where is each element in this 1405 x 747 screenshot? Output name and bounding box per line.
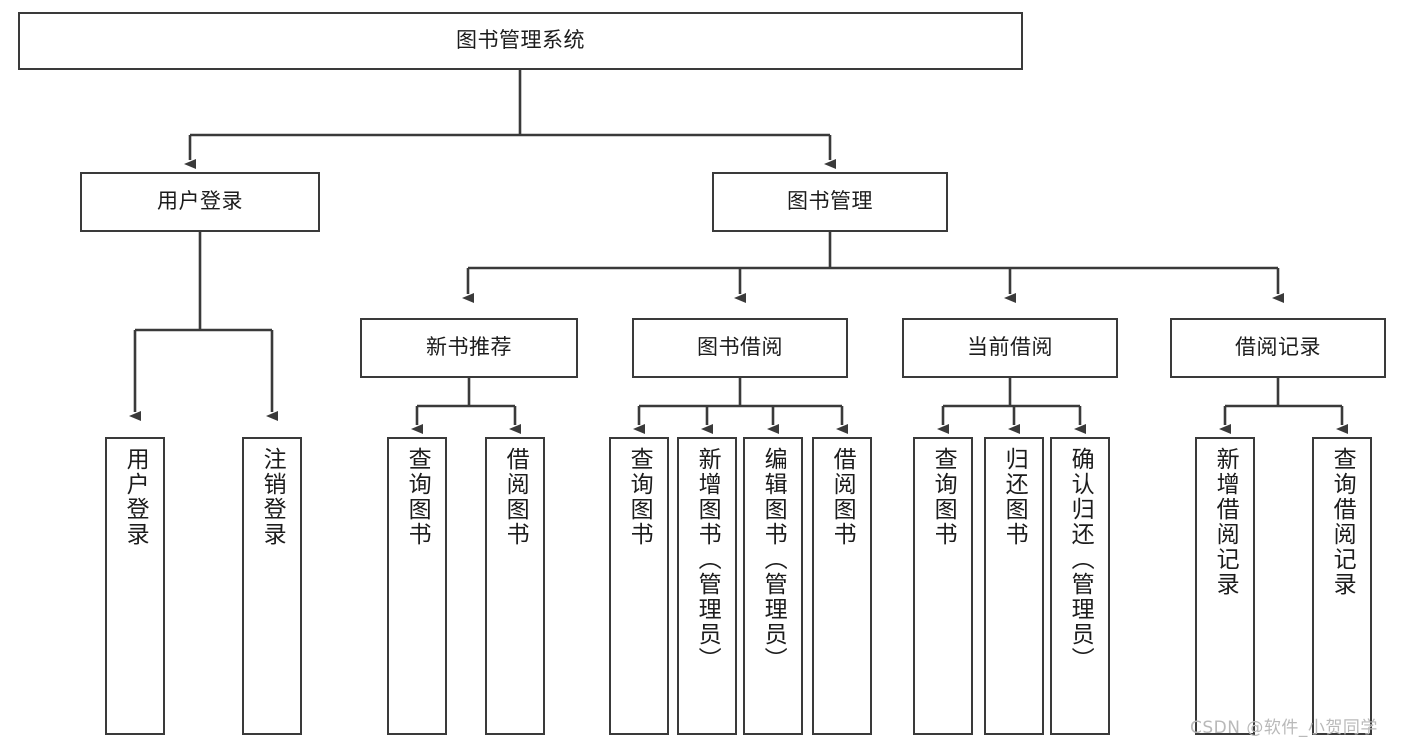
- leaf-borrow-book-1-label: 借阅图书: [502, 447, 529, 547]
- node-root[interactable]: 图书管理系统: [18, 12, 1023, 70]
- leaf-logout-label: 注销登录: [259, 447, 286, 547]
- node-book-borrow[interactable]: 图书借阅: [632, 318, 848, 378]
- leaf-edit-book[interactable]: 编辑图书（管理员）: [743, 437, 803, 735]
- leaf-query-book-2-label: 查询图书: [626, 447, 653, 547]
- node-borrow-records-label: 借阅记录: [1235, 335, 1321, 360]
- node-book-borrow-label: 图书借阅: [697, 335, 783, 360]
- leaf-add-record-label: 新增借阅记录: [1212, 447, 1239, 597]
- leaf-query-book-2[interactable]: 查询图书: [609, 437, 669, 735]
- leaf-logout[interactable]: 注销登录: [242, 437, 302, 735]
- leaf-borrow-book-1[interactable]: 借阅图书: [485, 437, 545, 735]
- node-current-borrow[interactable]: 当前借阅: [902, 318, 1118, 378]
- leaf-add-record[interactable]: 新增借阅记录: [1195, 437, 1255, 735]
- leaf-query-record[interactable]: 查询借阅记录: [1312, 437, 1372, 735]
- leaf-add-book[interactable]: 新增图书（管理员）: [677, 437, 737, 735]
- leaf-query-record-label: 查询借阅记录: [1329, 447, 1356, 597]
- node-root-label: 图书管理系统: [456, 28, 585, 53]
- leaf-return-book-label: 归还图书: [1001, 447, 1028, 547]
- leaf-borrow-book-2-label: 借阅图书: [829, 447, 856, 547]
- csdn-watermark: CSDN @软件_小贺同学: [1190, 718, 1378, 738]
- leaf-edit-book-label: 编辑图书（管理员）: [760, 447, 787, 672]
- leaf-user-login[interactable]: 用户登录: [105, 437, 165, 735]
- node-user-login-label: 用户登录: [157, 189, 243, 214]
- leaf-query-book-1-label: 查询图书: [404, 447, 431, 547]
- leaf-add-book-label: 新增图书（管理员）: [694, 447, 721, 672]
- leaf-query-book-1[interactable]: 查询图书: [387, 437, 447, 735]
- leaf-borrow-book-2[interactable]: 借阅图书: [812, 437, 872, 735]
- node-new-book-recommend[interactable]: 新书推荐: [360, 318, 578, 378]
- leaf-return-book[interactable]: 归还图书: [984, 437, 1044, 735]
- node-book-management-label: 图书管理: [787, 189, 873, 214]
- node-book-management[interactable]: 图书管理: [712, 172, 948, 232]
- leaf-confirm-return-label: 确认归还（管理员）: [1067, 447, 1094, 672]
- node-new-book-recommend-label: 新书推荐: [426, 335, 512, 360]
- leaf-query-book-3-label: 查询图书: [930, 447, 957, 547]
- node-user-login[interactable]: 用户登录: [80, 172, 320, 232]
- node-current-borrow-label: 当前借阅: [967, 335, 1053, 360]
- node-borrow-records[interactable]: 借阅记录: [1170, 318, 1386, 378]
- leaf-query-book-3[interactable]: 查询图书: [913, 437, 973, 735]
- leaf-user-login-label: 用户登录: [122, 447, 149, 547]
- leaf-confirm-return[interactable]: 确认归还（管理员）: [1050, 437, 1110, 735]
